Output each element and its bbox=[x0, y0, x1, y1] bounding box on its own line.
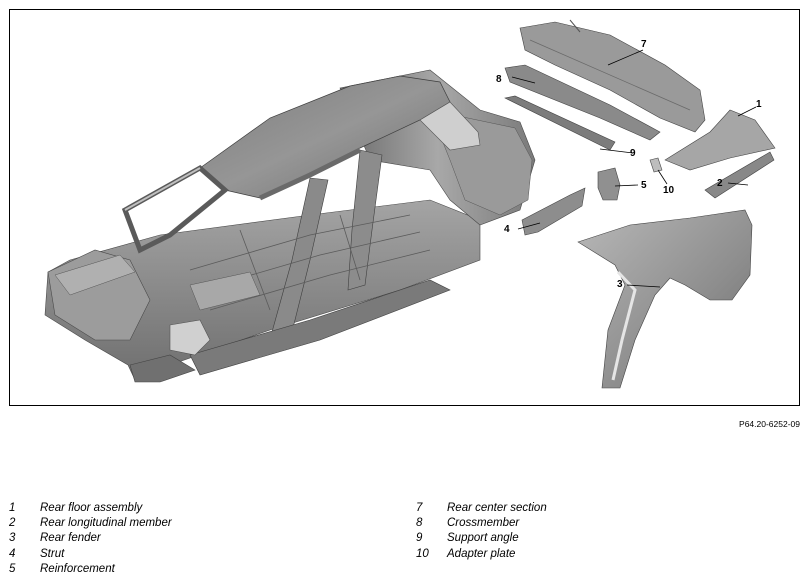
legend-number: 5 bbox=[9, 562, 16, 575]
callout-8: 8 bbox=[496, 74, 502, 85]
legend-number: 7 bbox=[416, 502, 423, 514]
legend-number: 2 bbox=[9, 517, 16, 530]
rear-center-section-part bbox=[519, 21, 706, 133]
figure-id: P64.20-6252-09 bbox=[739, 419, 800, 429]
legend-label: Support angle bbox=[447, 532, 519, 545]
legend-right: 7 Rear center section 8 Crossmember 9 Suppo… bbox=[416, 501, 547, 562]
legend-item: 2 Rear longitudinal member bbox=[9, 516, 172, 531]
body-in-white bbox=[44, 69, 536, 383]
legend-number: 1 bbox=[9, 502, 16, 514]
callout-10: 10 bbox=[663, 185, 675, 196]
callout-4: 4 bbox=[504, 224, 510, 235]
legend-item: 5 Reinforcement bbox=[9, 562, 172, 577]
legend-item: 3 Rear fender bbox=[9, 531, 172, 546]
legend-label: Rear fender bbox=[40, 532, 101, 545]
reinforcement-part bbox=[597, 167, 621, 201]
legend-number: 9 bbox=[416, 532, 423, 545]
legend-item: 10 Adapter plate bbox=[416, 547, 547, 562]
diagram-frame: 7 8 1 9 2 10 5 4 3 bbox=[9, 9, 800, 406]
callout-5: 5 bbox=[641, 180, 647, 191]
support-angle-part bbox=[504, 95, 616, 151]
legend-number: 4 bbox=[9, 547, 16, 560]
rear-floor-assembly-part bbox=[664, 109, 776, 171]
legend-label: Reinforcement bbox=[40, 562, 115, 575]
crossmember-part bbox=[504, 64, 661, 141]
legend-left: 1 Rear floor assembly 2 Rear longitudinal … bbox=[9, 501, 172, 577]
body-shell-diagram: 7 8 1 9 2 10 5 4 3 bbox=[44, 19, 776, 389]
legend-label: Crossmember bbox=[447, 517, 520, 530]
legend-label: Strut bbox=[40, 547, 65, 560]
legend-item: 8 Crossmember bbox=[416, 516, 547, 531]
callout-3: 3 bbox=[617, 279, 623, 290]
callout-1: 1 bbox=[756, 99, 762, 110]
strut-part bbox=[521, 187, 586, 236]
callout-7: 7 bbox=[641, 39, 647, 50]
callout-2: 2 bbox=[717, 178, 723, 189]
legend-label: Rear floor assembly bbox=[40, 502, 143, 514]
legend-item: 7 Rear center section bbox=[416, 501, 547, 516]
legend-number: 10 bbox=[416, 547, 429, 560]
legend-number: 3 bbox=[9, 532, 16, 545]
legend-label: Adapter plate bbox=[447, 547, 516, 560]
legend-label: Rear center section bbox=[447, 502, 547, 514]
rear-fender-part bbox=[577, 209, 753, 389]
legend-label: Rear longitudinal member bbox=[40, 517, 172, 530]
legend-number: 8 bbox=[416, 517, 423, 530]
adapter-plate-part bbox=[649, 157, 663, 173]
callout-9: 9 bbox=[630, 148, 636, 159]
legend-item: 4 Strut bbox=[9, 547, 172, 562]
rear-longitudinal-member-part bbox=[704, 151, 775, 199]
legend-item: 1 Rear floor assembly bbox=[9, 501, 172, 516]
legend-item: 9 Support angle bbox=[416, 531, 547, 546]
